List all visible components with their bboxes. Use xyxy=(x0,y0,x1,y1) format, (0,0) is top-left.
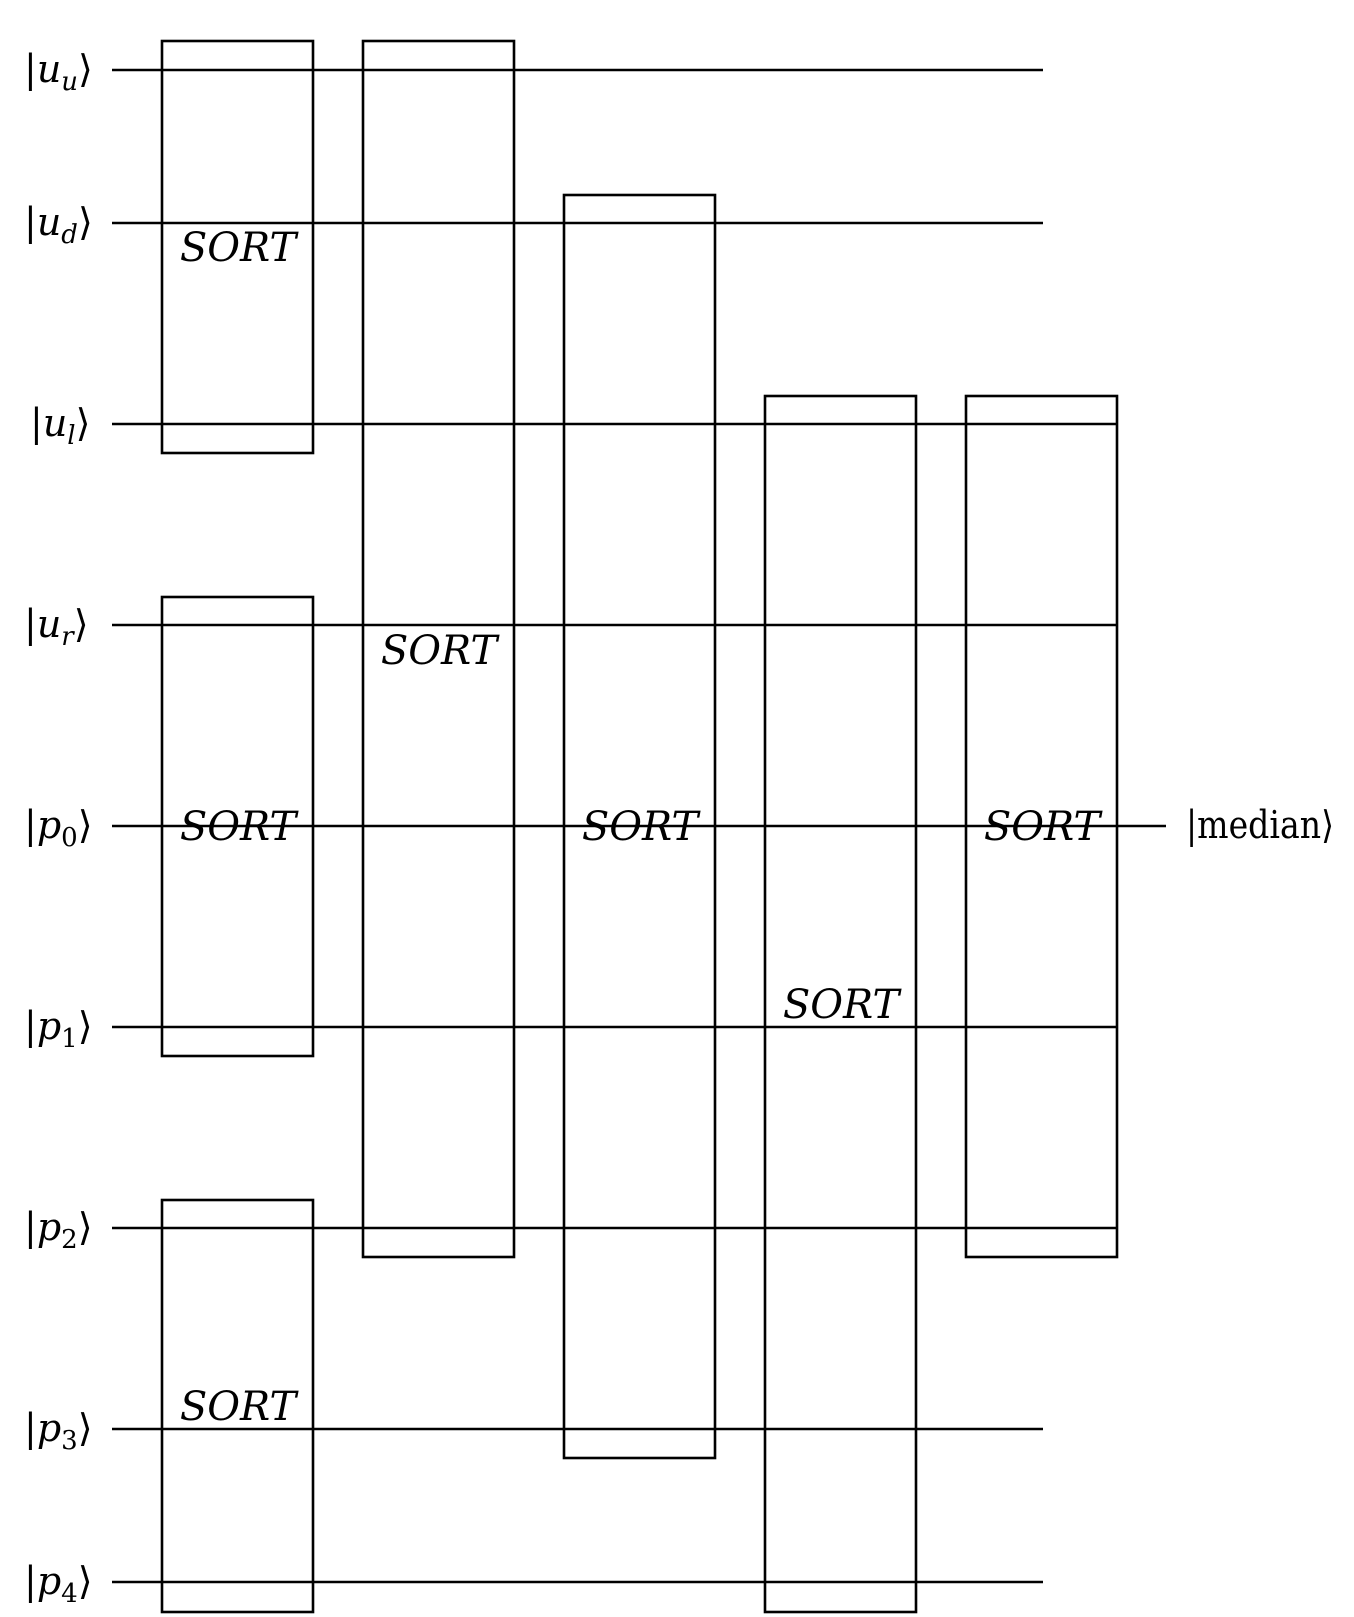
gate-labels: SORT SORT SORT SORT SORT SORT SORT xyxy=(180,225,1104,1430)
input-label-p-2: |p2⟩ xyxy=(24,1205,93,1255)
sort-gate-2-label: SORT xyxy=(180,804,300,850)
input-label-u-d: |ud⟩ xyxy=(24,200,93,250)
output-label-median: |median⟩ xyxy=(1186,803,1334,847)
sort-gate-5 xyxy=(562,193,717,1460)
sort-gate-1 xyxy=(160,39,315,455)
sort-gate-7 xyxy=(964,394,1119,1259)
gates xyxy=(160,39,1119,1614)
sort-gate-4 xyxy=(361,39,516,1259)
input-label-u-l: |ul⟩ xyxy=(30,401,90,451)
sort-gate-4-label: SORT xyxy=(381,628,501,674)
input-label-p-3: |p3⟩ xyxy=(24,1406,93,1456)
input-label-u-r: |ur⟩ xyxy=(24,602,89,652)
sort-gate-7-label: SORT xyxy=(984,804,1104,850)
sort-gate-5-label: SORT xyxy=(582,804,702,850)
sort-gate-3-label: SORT xyxy=(180,1384,300,1430)
input-label-p-0: |p0⟩ xyxy=(24,803,93,853)
sort-gate-1-label: SORT xyxy=(180,225,300,271)
wires xyxy=(112,68,1166,1584)
input-label-p-1: |p1⟩ xyxy=(24,1004,93,1054)
input-label-u-u: |uu⟩ xyxy=(24,47,93,97)
sort-gate-3 xyxy=(160,1198,315,1614)
input-labels: |uu⟩ |ud⟩ |ul⟩ |ur⟩ |p0⟩ |p1⟩ |p2⟩ |p3⟩ … xyxy=(24,47,93,1609)
sort-gate-6 xyxy=(763,394,918,1614)
sort-gate-2 xyxy=(160,595,315,1058)
input-label-p-4: |p4⟩ xyxy=(24,1559,93,1609)
sort-gate-6-label: SORT xyxy=(783,982,903,1028)
